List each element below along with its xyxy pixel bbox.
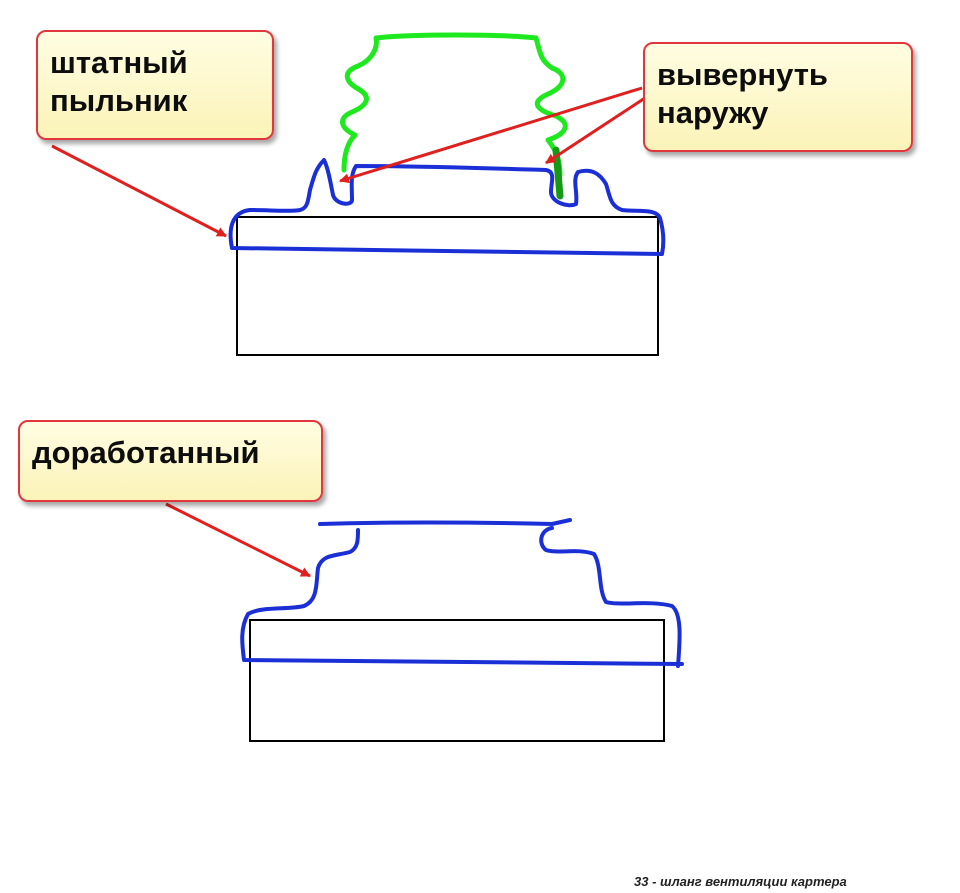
callout-standard-boot: штатный пыльник <box>36 30 274 140</box>
arrow-modified-boot <box>165 502 311 578</box>
arrow-standard-boot <box>51 144 227 238</box>
modified-boot-outline <box>240 518 684 668</box>
housing-block-top <box>236 216 659 356</box>
arrow-turn-out-left <box>339 86 643 184</box>
arrow-turn-out-right <box>545 94 649 165</box>
hose-outline-top <box>340 32 568 178</box>
standard-boot-outline <box>228 158 666 256</box>
callout-modified: доработанный <box>18 420 323 502</box>
housing-block-bottom <box>249 619 665 742</box>
footnote-caption: 33 - шланг вентиляции картера <box>634 874 847 889</box>
callout-turn-out: вывернуть наружу <box>643 42 913 152</box>
